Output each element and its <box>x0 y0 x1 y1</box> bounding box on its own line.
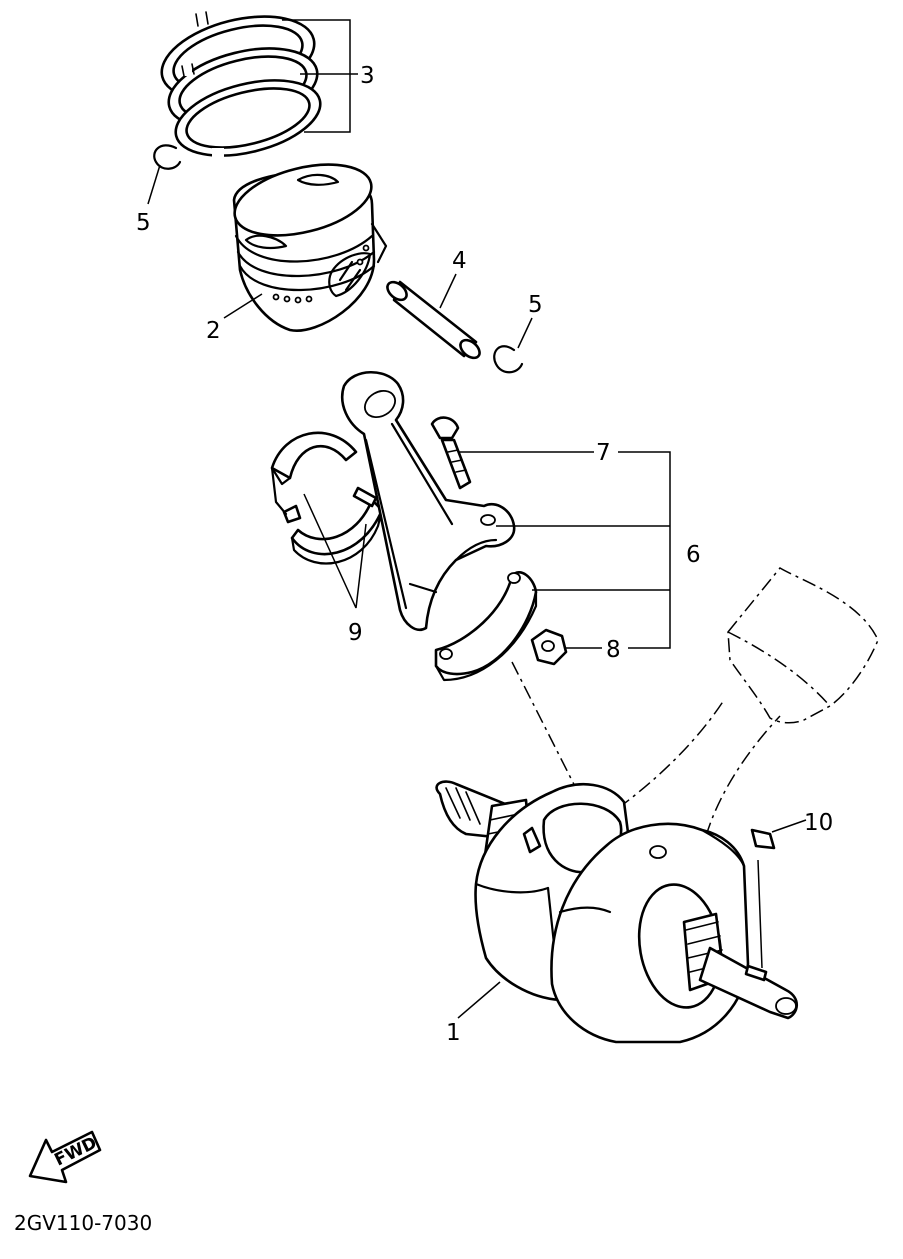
fwd-arrow-icon <box>28 1130 102 1184</box>
piston-pin-clip-right <box>493 345 524 374</box>
piston-pin <box>386 280 481 360</box>
connecting-rod-bolt <box>430 416 472 490</box>
drawing-code: 2GV110-7030 <box>14 1211 152 1235</box>
connecting-rod-nut <box>530 628 568 666</box>
callout-7: 7 <box>596 440 611 466</box>
bearing-leader <box>303 493 367 609</box>
callout-9: 9 <box>348 620 363 646</box>
crankshaft-leader <box>457 981 501 1019</box>
callout-2: 2 <box>206 318 221 344</box>
piston <box>232 163 388 332</box>
piston-ring-set <box>160 11 322 160</box>
callout-1: 1 <box>446 1020 461 1046</box>
callout-8: 8 <box>606 637 621 663</box>
piston-pin-leader <box>439 273 457 309</box>
big-end-bearing-lower <box>290 486 384 565</box>
ring-set-bracket <box>282 19 351 133</box>
callout-5-right: 5 <box>528 292 543 318</box>
fwd-label: FWD <box>51 1133 100 1170</box>
callout-10: 10 <box>804 810 833 836</box>
callout-6: 6 <box>686 542 701 568</box>
callout-5-left: 5 <box>136 210 151 236</box>
connecting-rod-cap <box>434 571 538 682</box>
clip-left-leader <box>147 164 161 205</box>
big-end-bearing-upper <box>270 431 358 524</box>
rod-assy-bracket <box>458 451 671 649</box>
callout-4: 4 <box>452 248 467 274</box>
connecting-rod <box>341 371 516 631</box>
piston-pin-clip-left <box>153 144 182 170</box>
clip-right-leader <box>517 317 533 349</box>
woodruff-key <box>750 828 776 850</box>
piston-leader <box>223 293 263 319</box>
crankshaft <box>435 780 799 1044</box>
connecting-rod-ghost <box>727 567 879 724</box>
rod-ghost-centerline-2 <box>705 715 781 837</box>
woodruff-key-leader <box>757 819 807 969</box>
callout-3: 3 <box>360 63 375 89</box>
